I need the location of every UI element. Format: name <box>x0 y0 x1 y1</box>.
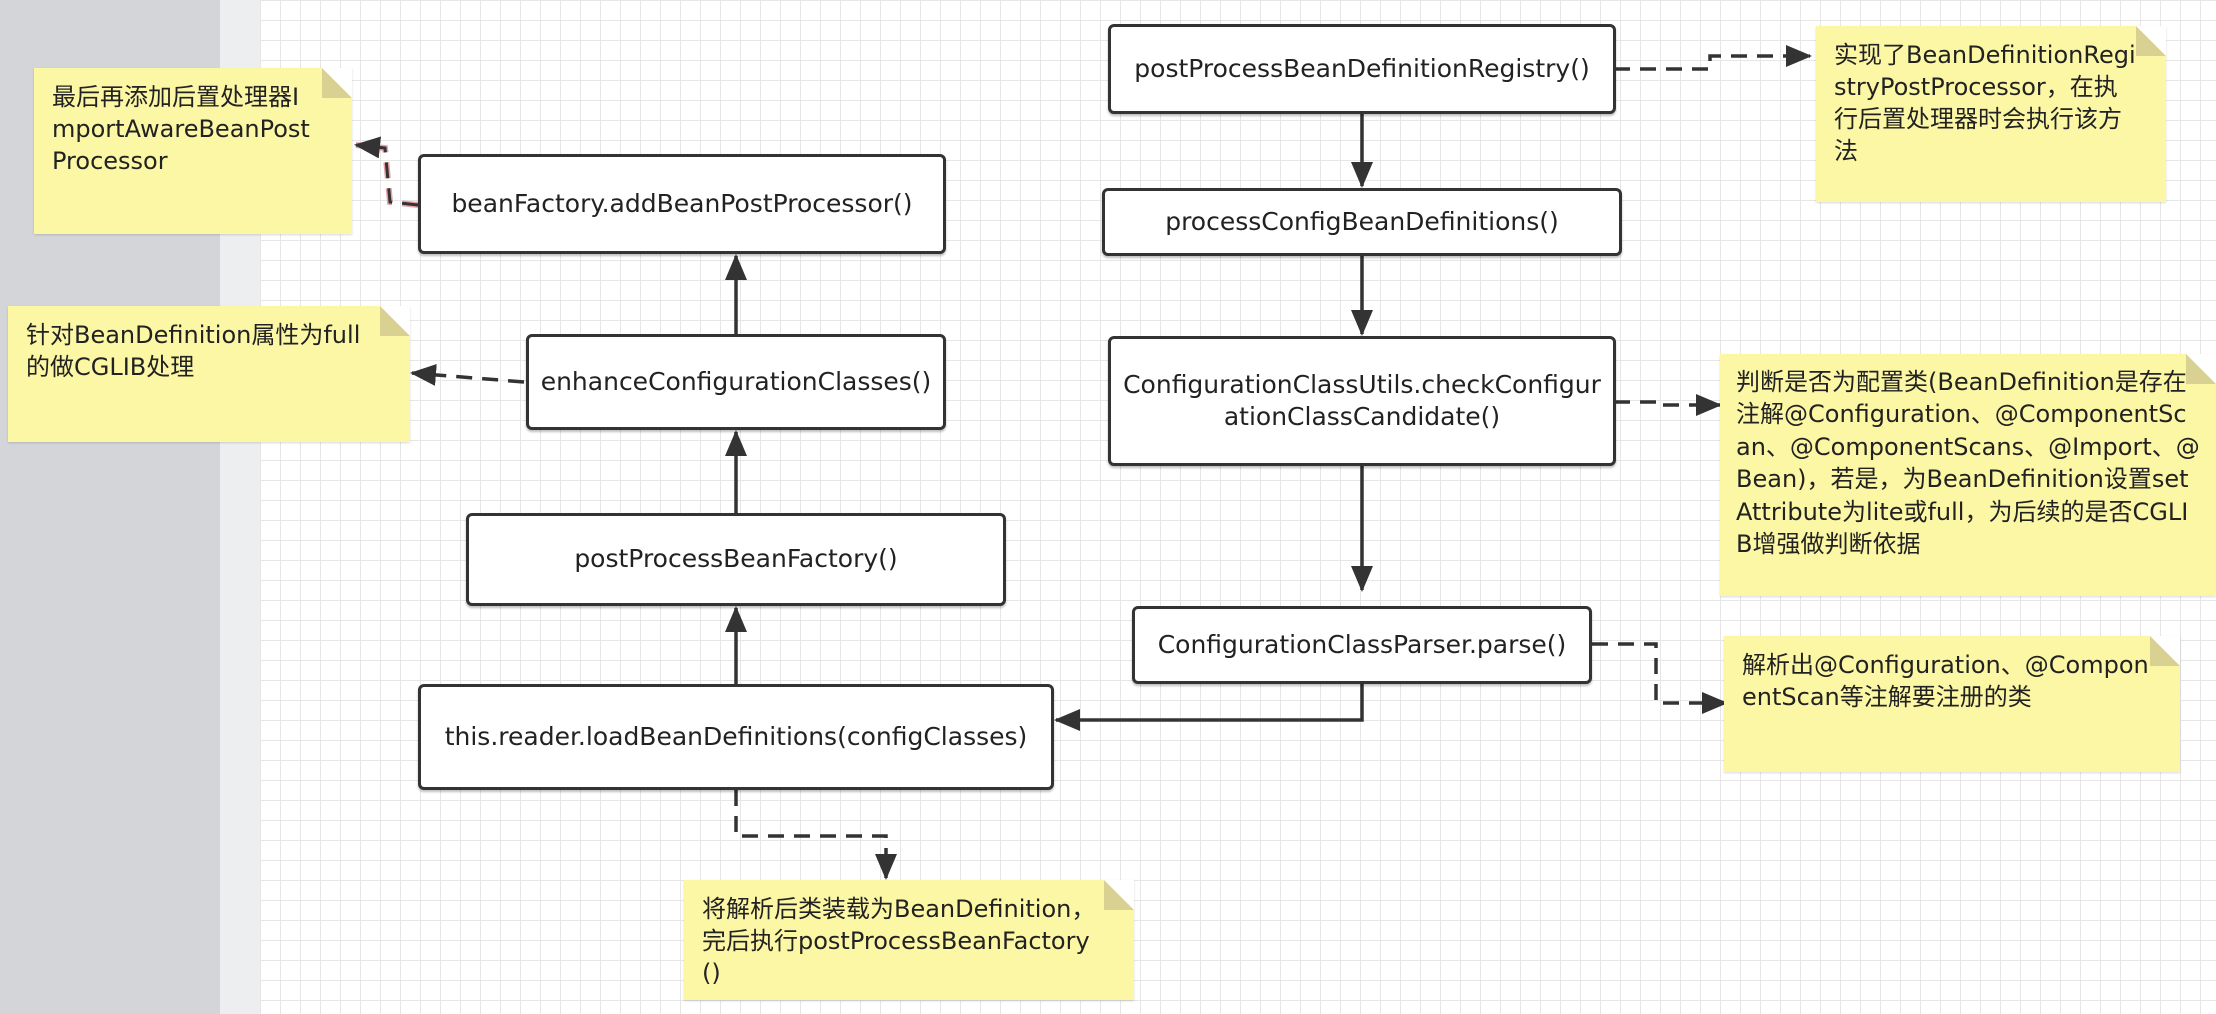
node-process-config-bean-definitions[interactable]: processConfigBeanDefinitions() <box>1102 188 1622 256</box>
dash-registry-note <box>1614 45 1812 71</box>
dash-enhance-note <box>410 363 525 386</box>
dash-parse-note <box>1592 642 1728 714</box>
node-enhance-configuration-classes-label: enhanceConfigurationClasses() <box>540 366 932 396</box>
note-parse[interactable]: 解析出@Configuration、@ComponentScan等注解要注册的类 <box>1724 636 2180 772</box>
node-post-process-registry[interactable]: postProcessBeanDefinitionRegistry() <box>1108 24 1616 114</box>
note-fold <box>1104 880 1134 910</box>
node-check-configuration-candidate-label: ConfigurationClassUtils.checkConfigurati… <box>1123 369 1601 432</box>
node-enhance-configuration-classes[interactable]: enhanceConfigurationClasses() <box>526 334 946 430</box>
note-fold <box>2136 26 2166 56</box>
note-add-processor-text: 最后再添加后置处理器ImportAwareBeanPostProcessor <box>52 83 310 175</box>
note-add-processor[interactable]: 最后再添加后置处理器ImportAwareBeanPostProcessor <box>34 68 352 234</box>
node-check-configuration-candidate[interactable]: ConfigurationClassUtils.checkConfigurati… <box>1108 336 1616 466</box>
node-post-process-bean-factory[interactable]: postProcessBeanFactory() <box>466 513 1006 606</box>
note-registry[interactable]: 实现了BeanDefinitionRegistryPostProcessor，在… <box>1816 26 2166 202</box>
note-candidate-text: 判断是否为配置类(BeanDefinition是存在注解@Configurati… <box>1736 368 2200 558</box>
node-process-config-bean-definitions-label: processConfigBeanDefinitions() <box>1165 206 1559 236</box>
note-enhance-text: 针对BeanDefinition属性为full的做CGLIB处理 <box>26 321 361 381</box>
note-candidate[interactable]: 判断是否为配置类(BeanDefinition是存在注解@Configurati… <box>1720 354 2216 596</box>
note-fold <box>380 306 410 336</box>
note-registry-text: 实现了BeanDefinitionRegistryPostProcessor，在… <box>1834 41 2136 165</box>
node-parser-parse-label: ConfigurationClassParser.parse() <box>1157 629 1567 659</box>
note-load[interactable]: 将解析后类装载为BeanDefinition，完后执行postProcessBe… <box>684 880 1134 1000</box>
note-fold <box>2186 354 2216 384</box>
node-load-bean-definitions-label: this.reader.loadBeanDefinitions(configCl… <box>444 721 1028 751</box>
node-add-bean-post-processor[interactable]: beanFactory.addBeanPostProcessor() <box>418 154 946 254</box>
node-post-process-bean-factory-label: postProcessBeanFactory() <box>574 544 898 574</box>
dash-load-note <box>734 790 897 880</box>
dash-add-note <box>354 136 419 207</box>
dash-candidate-note <box>1614 394 1722 416</box>
node-post-process-registry-label: postProcessBeanDefinitionRegistry() <box>1134 53 1590 83</box>
note-enhance[interactable]: 针对BeanDefinition属性为full的做CGLIB处理 <box>8 306 410 442</box>
node-load-bean-definitions[interactable]: this.reader.loadBeanDefinitions(configCl… <box>418 684 1054 790</box>
node-parser-parse[interactable]: ConfigurationClassParser.parse() <box>1132 606 1592 684</box>
node-add-bean-post-processor-label: beanFactory.addBeanPostProcessor() <box>451 188 913 218</box>
note-fold <box>2150 636 2180 666</box>
arrow-parse-to-load <box>1054 684 1364 731</box>
note-load-text: 将解析后类装载为BeanDefinition，完后执行postProcessBe… <box>702 895 1096 987</box>
note-fold <box>322 68 352 98</box>
note-parse-text: 解析出@Configuration、@ComponentScan等注解要注册的类 <box>1742 651 2149 711</box>
